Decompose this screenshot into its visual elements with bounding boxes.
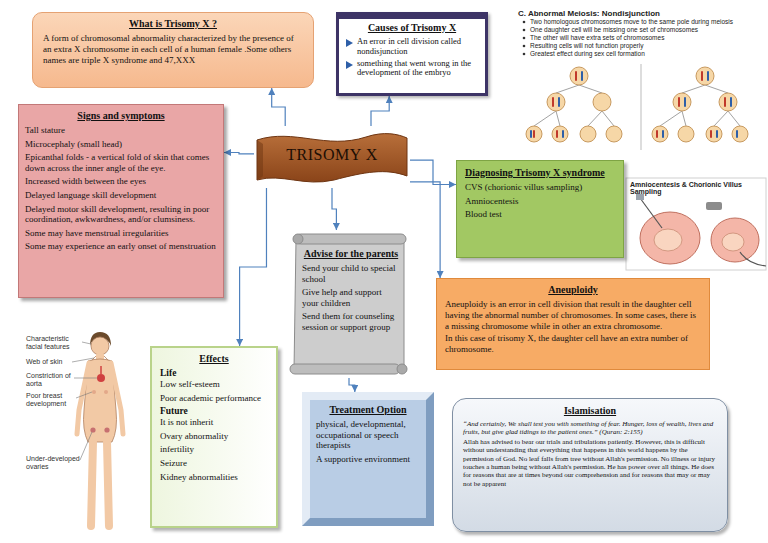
- box-text: Send your child to special school: [302, 263, 400, 284]
- figure-label: Greatest effect during sex cell formatio…: [530, 50, 762, 58]
- box-text: A form of chromosomal abnormality charac…: [43, 33, 303, 65]
- figure-label: Poor breast development: [26, 392, 76, 408]
- amniocentesis-illustration: [626, 178, 766, 270]
- figure-label: Constriction of aorta: [26, 372, 74, 388]
- box-text: Future: [160, 406, 268, 416]
- scroll-box: Advise for the parentsSend your child to…: [286, 230, 412, 378]
- box-text: Microcephaly (small head): [25, 139, 217, 150]
- rounded-box: Islamisation “And certainly, We shall tes…: [452, 398, 728, 532]
- box-text: Amniocentesis: [465, 196, 615, 207]
- connector-arrow: [410, 160, 456, 184]
- box-text: infertility: [160, 444, 268, 455]
- female-figure: [72, 332, 123, 526]
- connector-arrow: [410, 182, 440, 278]
- box-heading: Aneuploidy: [445, 284, 701, 295]
- figure-label: Under-developed ovaries: [26, 455, 80, 471]
- topic-box: What is Trisomy X ? A form of chromosomal…: [32, 12, 314, 88]
- box-text: Send them for counseling session or supp…: [302, 311, 400, 332]
- box-text: Give help and support your children: [302, 287, 400, 308]
- figure-label: Characteristic facial features: [26, 335, 84, 351]
- box-text: Aneuploidy is an error in cell division …: [445, 299, 701, 331]
- box-text: Some may have menstrual irregularities: [25, 228, 217, 239]
- figure-label: The other will have extra sets of chromo…: [530, 34, 762, 42]
- figure-label: Amniocentesis & Chorionic Villus Samplin…: [630, 181, 764, 195]
- figure-label: Resulting cells will not function proper…: [530, 42, 762, 50]
- box-text: CVS (chorionic villus sampling): [465, 182, 615, 193]
- connector-arrow: [240, 188, 267, 346]
- box-text: It is not inherit: [160, 417, 268, 428]
- box-heading: Treatment Option: [316, 404, 420, 415]
- box-text: Delayed motor skill development, resulti…: [25, 204, 217, 225]
- box-heading: Causes of Trisomy X: [345, 22, 479, 33]
- box-text: Epicanthal folds - a vertical fold of sk…: [25, 152, 217, 173]
- topic-box: AneuploidyAneuploidy is an error in cell…: [436, 278, 710, 370]
- box-text: “And certainly, We shall test you with s…: [463, 420, 717, 437]
- connector-arrow: [349, 378, 355, 392]
- box-heading: Signs and symptoms: [25, 110, 217, 121]
- topic-box: Causes of Trisomy X An error in cell divi…: [336, 12, 488, 96]
- box-text: Blood test: [465, 209, 615, 220]
- box-text: Seizure: [160, 458, 268, 469]
- box-text: Life: [160, 368, 268, 378]
- box-text: Low self-esteem: [160, 379, 268, 390]
- box-text: Increased width between the eyes: [25, 176, 217, 187]
- box-text: Poor academic performance: [160, 393, 268, 404]
- box-heading: Effects: [160, 353, 268, 364]
- box-heading: What is Trisomy X ?: [43, 18, 303, 29]
- box-heading: Diagnosing Trisomy X syndrome: [465, 167, 615, 178]
- box-text: physical, developmental, occupational or…: [316, 419, 420, 451]
- box-text: Delayed language skill development: [25, 190, 217, 201]
- bevel-box: Treatment Option physical, developmental,…: [302, 392, 434, 526]
- box-text: Allah has advised to bear our trials and…: [463, 438, 717, 488]
- connector-arrow: [272, 88, 286, 126]
- topic-box: Diagnosing Trisomy X syndromeCVS (chorio…: [456, 160, 624, 258]
- box-text: Some may experience an early onset of me…: [25, 241, 217, 252]
- connector-arrow: [332, 188, 336, 230]
- central-title: TRISOMY X: [286, 146, 377, 164]
- box-text: Ovary abnormality: [160, 431, 268, 442]
- figure-label: Web of skin: [26, 358, 72, 366]
- box-heading: Islamisation: [463, 405, 717, 416]
- topic-box: EffectsLifeLow self-esteemPoor academic …: [150, 346, 278, 528]
- box-text: A supportive environment: [316, 454, 420, 465]
- central-ribbon: TRISOMY X: [254, 126, 410, 188]
- connector-arrow: [371, 96, 389, 126]
- box-text: something that went wrong in the develop…: [345, 59, 479, 79]
- box-text: An error in cell division called nondisj…: [345, 37, 479, 57]
- figure-label: One daughter cell will be missing one se…: [530, 26, 762, 34]
- figure-label: Two homologous chromosomes move to the s…: [530, 18, 762, 26]
- box-text: In this case of trisomy X, the daughter …: [445, 333, 701, 355]
- connector-arrow: [224, 153, 254, 154]
- figure-label: C. Abnormal Meiosis: Nondisjunction: [518, 9, 762, 18]
- box-text: Kidney abnormalities: [160, 472, 268, 483]
- topic-box: Signs and symptomsTall statureMicrocepha…: [18, 104, 224, 298]
- box-heading: Advise for the parents: [302, 248, 400, 259]
- box-text: Tall stature: [25, 125, 217, 136]
